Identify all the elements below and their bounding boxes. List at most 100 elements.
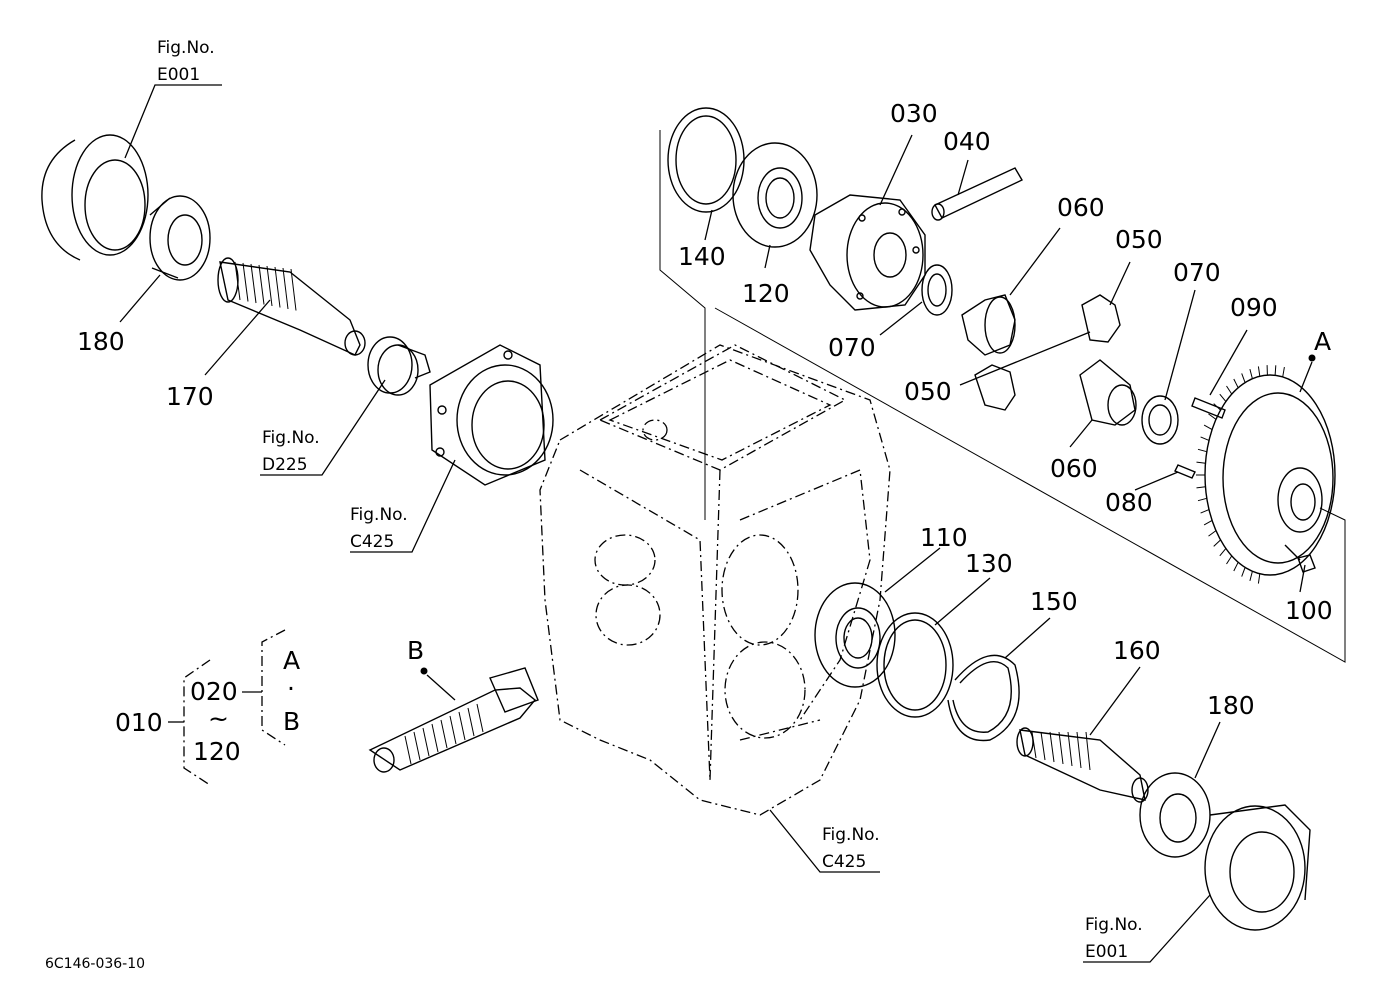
- fig-ref-d225: Fig.No. D225: [262, 428, 320, 475]
- pin-080: [1174, 464, 1196, 479]
- fig-ref-c425-bottom: Fig.No. C425: [822, 825, 880, 872]
- fig-ref-label: Fig.No.: [157, 38, 215, 58]
- callout-010: 010: [115, 708, 163, 737]
- callout-040: 040: [943, 127, 991, 156]
- callout-050-upper: 050: [1115, 225, 1163, 254]
- spline-ridge: [422, 727, 430, 757]
- gear-tooth: [1274, 365, 1277, 376]
- callout-080: 080: [1105, 488, 1153, 517]
- gear-tooth: [1200, 436, 1210, 441]
- gear-tooth: [1226, 555, 1233, 565]
- fig-ref-code: E001: [1085, 942, 1128, 962]
- spline-ridge: [1058, 731, 1064, 765]
- callout-060-upper: 060: [1057, 193, 1105, 222]
- leader-lines: [119, 84, 1313, 963]
- fig-ref-label: Fig.No.: [350, 505, 408, 525]
- gear-tooth: [1257, 366, 1261, 377]
- shaft-170: [217, 257, 366, 356]
- washer-070-upper: [921, 264, 953, 316]
- differential-case-030: [809, 194, 926, 311]
- pin-040: [931, 167, 1023, 221]
- coupler-d225: [367, 336, 431, 396]
- spline-ridge: [1076, 731, 1082, 769]
- gear-tooth: [1203, 519, 1213, 526]
- callout-180-right: 180: [1207, 691, 1255, 720]
- marker-a-ring-gear: A: [1314, 327, 1331, 356]
- gear-tooth: [1203, 424, 1213, 431]
- gear-tooth: [1213, 539, 1221, 547]
- callout-020: 020: [190, 677, 238, 706]
- spline-ridge: [1085, 731, 1091, 771]
- gear-tooth: [1196, 461, 1206, 464]
- spline-ridge: [1031, 731, 1037, 759]
- callout-060-lower: 060: [1050, 454, 1098, 483]
- gear-tooth: [1208, 413, 1217, 420]
- fig-ref-e001-bottom: Fig.No. E001: [1085, 915, 1143, 962]
- callout-140: 140: [678, 242, 726, 271]
- side-gear-060-upper: [961, 294, 1016, 356]
- marker-separator-dot: ·: [287, 674, 295, 703]
- gear-tooth: [1233, 378, 1239, 389]
- spline-ridge: [242, 262, 249, 302]
- callout-160: 160: [1113, 636, 1161, 665]
- shaft-b: [368, 667, 539, 773]
- gear-tooth: [1197, 497, 1207, 502]
- gear-tooth: [1226, 385, 1233, 395]
- gear-tooth: [1249, 571, 1253, 582]
- callouts: 180 170 140 120 030 040 060 050 070 090 …: [77, 99, 1333, 766]
- spline-ridge: [290, 268, 297, 311]
- spline-ridge: [449, 715, 457, 745]
- fig-ref-label: Fig.No.: [262, 428, 320, 448]
- bearing-110: [814, 582, 896, 688]
- callout-070-right: 070: [1173, 258, 1221, 287]
- callout-150: 150: [1030, 587, 1078, 616]
- bearing-180-left: [41, 134, 211, 281]
- washer-070-lower: [1141, 395, 1179, 445]
- callout-030: 030: [890, 99, 938, 128]
- spline-ridge: [1049, 731, 1055, 763]
- marker-a-group: A: [283, 646, 300, 675]
- spline-ridge: [431, 723, 439, 753]
- pin-090: [1191, 397, 1226, 419]
- bearing-120-top: [732, 142, 818, 248]
- callout-180-left: 180: [77, 327, 125, 356]
- assembly-bracket: [659, 130, 1346, 663]
- callout-110: 110: [920, 523, 968, 552]
- drawing-id: 6C146-036-10: [45, 956, 145, 972]
- fig-ref-code: C425: [350, 532, 394, 552]
- spline-ridge: [1067, 731, 1073, 767]
- spline-ridge: [258, 264, 265, 305]
- side-gear-060-lower: [1079, 359, 1137, 426]
- gear-tooth: [1282, 367, 1285, 377]
- callout-090: 090: [1230, 293, 1278, 322]
- gear-tooth: [1208, 530, 1217, 537]
- bearing-holder-c425: [429, 344, 554, 486]
- callout-100: 100: [1285, 596, 1333, 625]
- marker-b-shaft: B: [407, 636, 424, 665]
- bearing-180-right: [1139, 772, 1211, 858]
- callout-170: 170: [166, 382, 214, 411]
- snap-ring-150: [947, 654, 1020, 742]
- spline-ridge: [266, 265, 273, 307]
- shaft-160: [1016, 727, 1149, 803]
- gear-tooth: [1249, 368, 1253, 379]
- spline-ridge: [467, 707, 475, 737]
- callout-070-left: 070: [828, 333, 876, 362]
- seal-e001-bottom: [1204, 804, 1311, 931]
- fig-ref-code: C425: [822, 852, 866, 872]
- spline-ridge: [458, 711, 466, 741]
- callout-120-top: 120: [742, 279, 790, 308]
- spline-ridge: [413, 731, 421, 761]
- group-bracket-010: [183, 629, 286, 786]
- pinion-050-lower: [974, 364, 1016, 411]
- fig-ref-code: E001: [157, 65, 200, 85]
- fig-ref-label: Fig.No.: [822, 825, 880, 845]
- fig-ref-code: D225: [262, 455, 308, 475]
- spline-ridge: [250, 263, 257, 304]
- fig-ref-label: Fig.No.: [1085, 915, 1143, 935]
- gear-tooth: [1200, 509, 1210, 514]
- marker-b-group: B: [283, 707, 300, 736]
- marker-dot-a: [1308, 354, 1316, 362]
- marker-dot-b: [420, 667, 428, 675]
